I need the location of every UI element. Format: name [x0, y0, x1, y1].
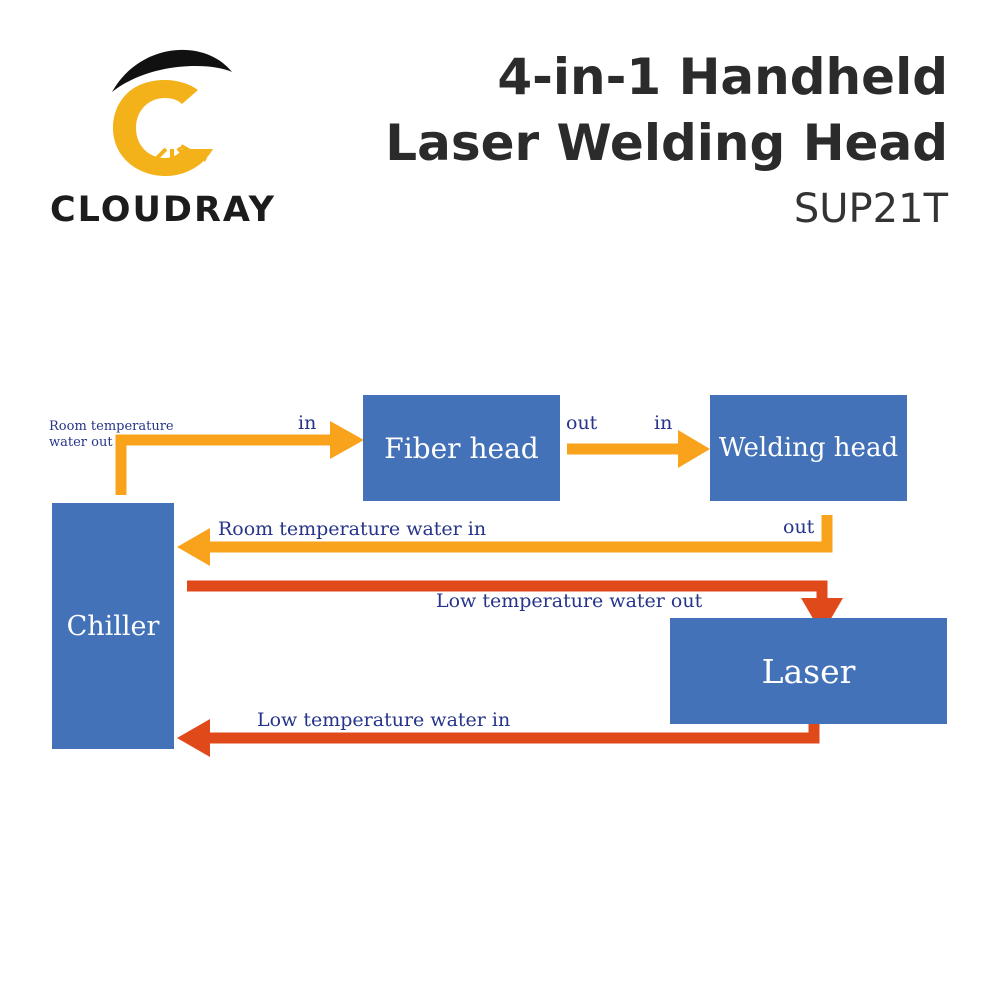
room-temp-out-label-line1: Room temperature — [49, 419, 174, 434]
fiber-in-arrowhead — [330, 421, 364, 459]
room-temp-out-label-line2: water out — [49, 435, 113, 450]
room-temp-water-in-label: Room temperature water in — [218, 518, 487, 540]
cloudray-logo — [112, 49, 232, 176]
logo-rays-icon — [145, 144, 207, 172]
low-temp-return-pipe — [206, 724, 820, 744]
chiller-label: Chiller — [66, 610, 160, 642]
chiller-box: Chiller — [52, 503, 174, 749]
low-temp-out-pipe — [187, 580, 828, 602]
page-title-line1: 4-in-1 Handheld — [497, 48, 948, 106]
welding-in-label: in — [654, 412, 673, 434]
welding-head-label: Welding head — [718, 433, 899, 463]
room-temp-out-pipe — [115, 434, 336, 495]
welding-head-box: Welding head — [710, 395, 907, 501]
fiber-out-label: out — [566, 412, 598, 434]
laser-box: Laser — [670, 618, 947, 724]
low-temp-water-in-label: Low temperature water in — [257, 709, 511, 731]
low-temp-water-out-label: Low temperature water out — [436, 590, 703, 612]
room-temp-return-pipe — [206, 515, 833, 553]
welding-in-arrowhead — [678, 430, 710, 468]
brand-name: CLOUDRAY — [50, 190, 276, 230]
laser-in-arrowhead — [801, 598, 843, 634]
chiller-room-in-arrowhead — [177, 528, 210, 566]
page-title-line2: Laser Welding Head — [385, 114, 948, 172]
fiber-in-label: in — [298, 412, 317, 434]
fiber-head-box: Fiber head — [363, 395, 560, 501]
chiller-low-in-arrowhead — [177, 719, 210, 757]
laser-label: Laser — [761, 651, 856, 691]
welding-out-label: out — [783, 516, 815, 538]
fiber-head-label: Fiber head — [384, 431, 539, 465]
model-number: SUP21T — [793, 186, 948, 232]
logo-arc-icon — [112, 49, 232, 92]
